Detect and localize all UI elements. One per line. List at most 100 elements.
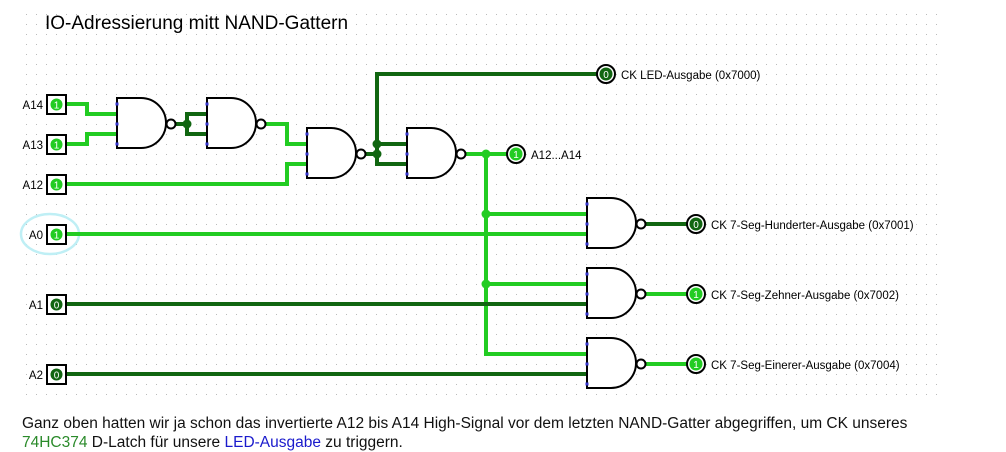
grid-dot — [336, 384, 337, 385]
grid-dot — [586, 124, 587, 125]
input-pin-a13[interactable]: 1 — [46, 134, 67, 155]
grid-dot — [886, 334, 887, 335]
grid-dot — [226, 384, 227, 385]
grid-dot — [546, 154, 547, 155]
grid-dot — [86, 54, 87, 55]
grid-dot — [36, 124, 37, 125]
grid-dot — [246, 154, 247, 155]
grid-dot — [856, 54, 857, 55]
grid-dot — [896, 34, 897, 35]
grid-dot — [686, 124, 687, 125]
grid-dot — [756, 184, 757, 185]
grid-dot — [526, 364, 527, 365]
output-pin[interactable]: 0 — [596, 64, 616, 84]
grid-dot — [476, 274, 477, 275]
grid-dot — [906, 174, 907, 175]
grid-dot — [916, 234, 917, 235]
grid-dot — [626, 194, 627, 195]
grid-dot — [766, 154, 767, 155]
grid-dot — [476, 54, 477, 55]
wire-high — [66, 102, 117, 116]
grid-dot — [746, 144, 747, 145]
output-pin[interactable]: 1 — [686, 354, 706, 374]
grid-dot — [346, 114, 347, 115]
grid-dot — [636, 234, 637, 235]
input-pin-a2[interactable]: 0 — [46, 364, 67, 385]
grid-dot — [656, 84, 657, 85]
grid-dot — [756, 174, 757, 175]
nand-gate-nand-a14-a13[interactable] — [115, 97, 177, 149]
grid-dot — [106, 254, 107, 255]
grid-dot — [426, 14, 427, 15]
grid-dot — [106, 24, 107, 25]
input-pin-a12[interactable]: 1 — [46, 174, 67, 195]
grid-dot — [566, 104, 567, 105]
grid-dot — [156, 264, 157, 265]
link-74hc374[interactable]: 74HC374 — [22, 434, 88, 451]
grid-dot — [596, 14, 597, 15]
input-pin-a0[interactable]: 1 — [46, 224, 67, 245]
grid-dot — [346, 224, 347, 225]
grid-dot — [896, 184, 897, 185]
grid-dot — [36, 194, 37, 195]
nand-gate-nand-hunderter[interactable] — [585, 197, 647, 249]
grid-dot — [916, 204, 917, 205]
grid-dot — [926, 374, 927, 375]
nand-gate-nand-final-inverter[interactable] — [405, 127, 467, 179]
grid-dot — [576, 124, 577, 125]
grid-dot — [256, 284, 257, 285]
grid-dot — [196, 24, 197, 25]
grid-dot — [796, 54, 797, 55]
grid-dot — [746, 284, 747, 285]
grid-dot — [336, 344, 337, 345]
grid-dot — [776, 244, 777, 245]
grid-dot — [256, 44, 257, 45]
grid-dot — [906, 134, 907, 135]
grid-dot — [806, 214, 807, 215]
grid-dot — [176, 284, 177, 285]
grid-dot — [116, 14, 117, 15]
nand-gate-nand-inverter[interactable] — [205, 97, 267, 149]
grid-dot — [206, 194, 207, 195]
output-pin[interactable]: 1 — [686, 284, 706, 304]
grid-dot — [126, 174, 127, 175]
nand-gate-nand-einerer[interactable] — [585, 337, 647, 389]
grid-dot — [96, 334, 97, 335]
grid-dot — [796, 324, 797, 325]
grid-dot — [816, 34, 817, 35]
grid-dot — [716, 144, 717, 145]
grid-dot — [186, 244, 187, 245]
grid-dot — [756, 34, 757, 35]
grid-dot — [416, 194, 417, 195]
grid-dot — [216, 174, 217, 175]
grid-dot — [796, 164, 797, 165]
grid-dot — [156, 44, 157, 45]
output-pin[interactable]: 1 — [506, 144, 526, 164]
grid-dot — [386, 384, 387, 385]
grid-dot — [936, 144, 937, 145]
link-led-ausgabe[interactable]: LED-Ausgabe — [224, 434, 321, 451]
grid-dot — [806, 274, 807, 275]
grid-dot — [926, 174, 927, 175]
grid-dot — [216, 314, 217, 315]
grid-dot — [616, 124, 617, 125]
grid-dot — [456, 214, 457, 215]
grid-dot — [246, 254, 247, 255]
grid-dot — [306, 54, 307, 55]
grid-dot — [126, 344, 127, 345]
grid-dot — [636, 354, 637, 355]
grid-dot — [176, 194, 177, 195]
input-pin-a14[interactable]: 1 — [46, 94, 67, 115]
nand-gate-nand-zehner[interactable] — [585, 267, 647, 319]
output-pin[interactable]: 0 — [686, 214, 706, 234]
grid-dot — [166, 354, 167, 355]
nand-gate-nand-a12[interactable] — [305, 127, 367, 179]
grid-dot — [646, 74, 647, 75]
grid-dot — [456, 124, 457, 125]
input-pin-a1[interactable]: 0 — [46, 294, 67, 315]
grid-dot — [826, 254, 827, 255]
grid-dot — [486, 64, 487, 65]
grid-dot — [356, 164, 357, 165]
grid-dot — [706, 244, 707, 245]
